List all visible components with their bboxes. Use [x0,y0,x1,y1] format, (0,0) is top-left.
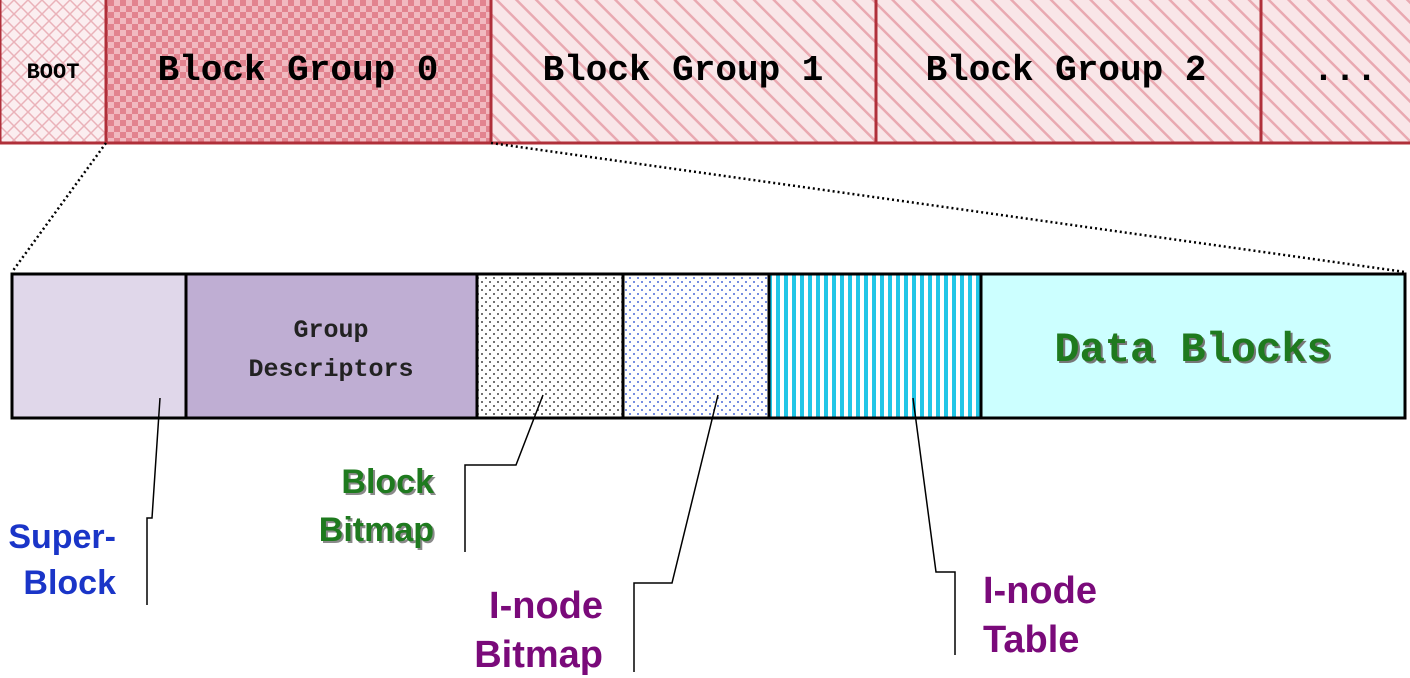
group-descriptors-segment [184,272,479,420]
inode-table-leader [912,397,956,655]
disk-layout-bar: BOOT Block Group 0 Block Group 1 Block G… [0,0,1410,145]
zoom-line-right [490,141,1406,274]
group-descriptors-label-line-1: Group [293,316,368,345]
inode-table-segment [767,272,983,420]
inode-bitmap-callout-line-1: I-node [489,585,603,627]
superblock-callout-line-1: Super- [8,518,116,556]
inode-table-callout-line-1: I-node [983,570,1097,612]
block-group-2 [874,0,1263,145]
group-descriptors-label-line-2: Descriptors [248,355,413,384]
data-blocks-label-shadow: Data Blocks [1056,328,1333,376]
inode-bitmap-leader [633,394,719,672]
block-bitmap-callout-line-1: Block [341,463,434,501]
block-bitmap-segment [475,272,625,420]
inode-bitmap-segment [621,272,771,420]
block-group-1-label: Block Group 1 [543,50,824,91]
block-bitmap-leader [464,394,544,552]
callout-labels: Super- Block Block Block Bitmap Bitmap I… [8,463,1097,676]
more-groups-label: ... [1313,50,1378,91]
data-blocks-label: Data Blocks [1054,326,1331,374]
inode-bitmap-callout-line-2: Bitmap [474,634,603,676]
superblock-leader [146,397,161,605]
block-group-2-label: Block Group 2 [926,50,1207,91]
zoom-lines [10,141,1406,274]
leader-lines [146,394,956,672]
block-group-0-label: Block Group 0 [158,50,439,91]
boot-label: BOOT [27,60,80,85]
block-group-detail: Group Descriptors Data Blocks Data Block… [10,272,1407,420]
block-bitmap-callout-line-2-shadow: Bitmap [321,513,436,551]
superblock-callout-line-2: Block [23,564,116,602]
zoom-line-left [10,142,108,273]
data-blocks-segment [979,272,1407,420]
block-bitmap-callout-line-2: Bitmap [319,511,434,549]
superblock-segment [10,272,188,420]
inode-table-callout-line-2: Table [983,619,1079,661]
more-groups [1259,0,1410,145]
block-bitmap-callout-line-1-shadow: Block [343,465,436,503]
block-group-0 [104,0,493,145]
